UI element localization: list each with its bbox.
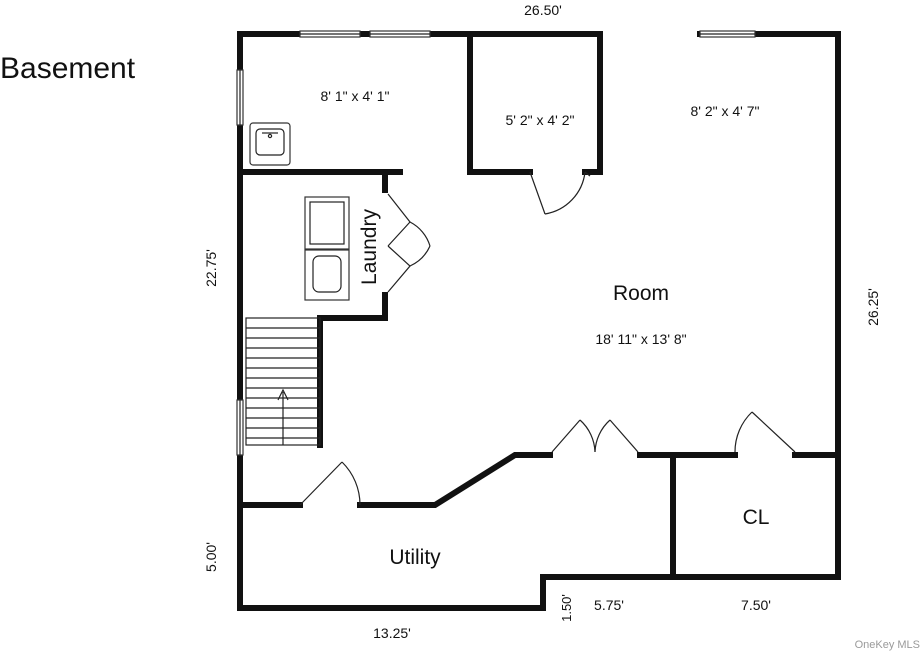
room-label-utility: Utility [389, 546, 441, 569]
dimension-left-upper: 22.75' [203, 249, 219, 287]
washer-dryer-icon [304, 196, 350, 301]
doors [299, 171, 796, 506]
windows [236, 30, 756, 456]
dimension-bottom-right: 7.50' [741, 597, 771, 613]
dimension-left-lower: 5.00' [203, 542, 219, 572]
dimension-step: 1.50' [559, 594, 574, 622]
dimension-right: 26.25' [865, 288, 881, 326]
plan-title: Basement [0, 52, 136, 85]
dimension-bottom-left: 13.25' [373, 625, 411, 641]
dimension-top: 26.50' [524, 2, 562, 18]
room-label-laundry: Laundry [358, 209, 381, 285]
dimension-bottom-mid: 5.75' [594, 597, 624, 613]
room-size-top-left: 8' 1" x 4' 1" [321, 88, 390, 104]
room-size-top-right: 8' 2" x 4' 7" [691, 103, 760, 119]
sink-icon [249, 122, 291, 166]
staircase [245, 317, 321, 446]
room-label-room: Room [613, 282, 669, 305]
room-size-room: 18' 11" x 13' 8" [595, 331, 686, 347]
watermark: OneKey MLS [855, 639, 920, 651]
room-label-closet: CL [743, 506, 770, 529]
room-size-mid-closet: 5' 2" x 4' 2" [506, 112, 575, 128]
